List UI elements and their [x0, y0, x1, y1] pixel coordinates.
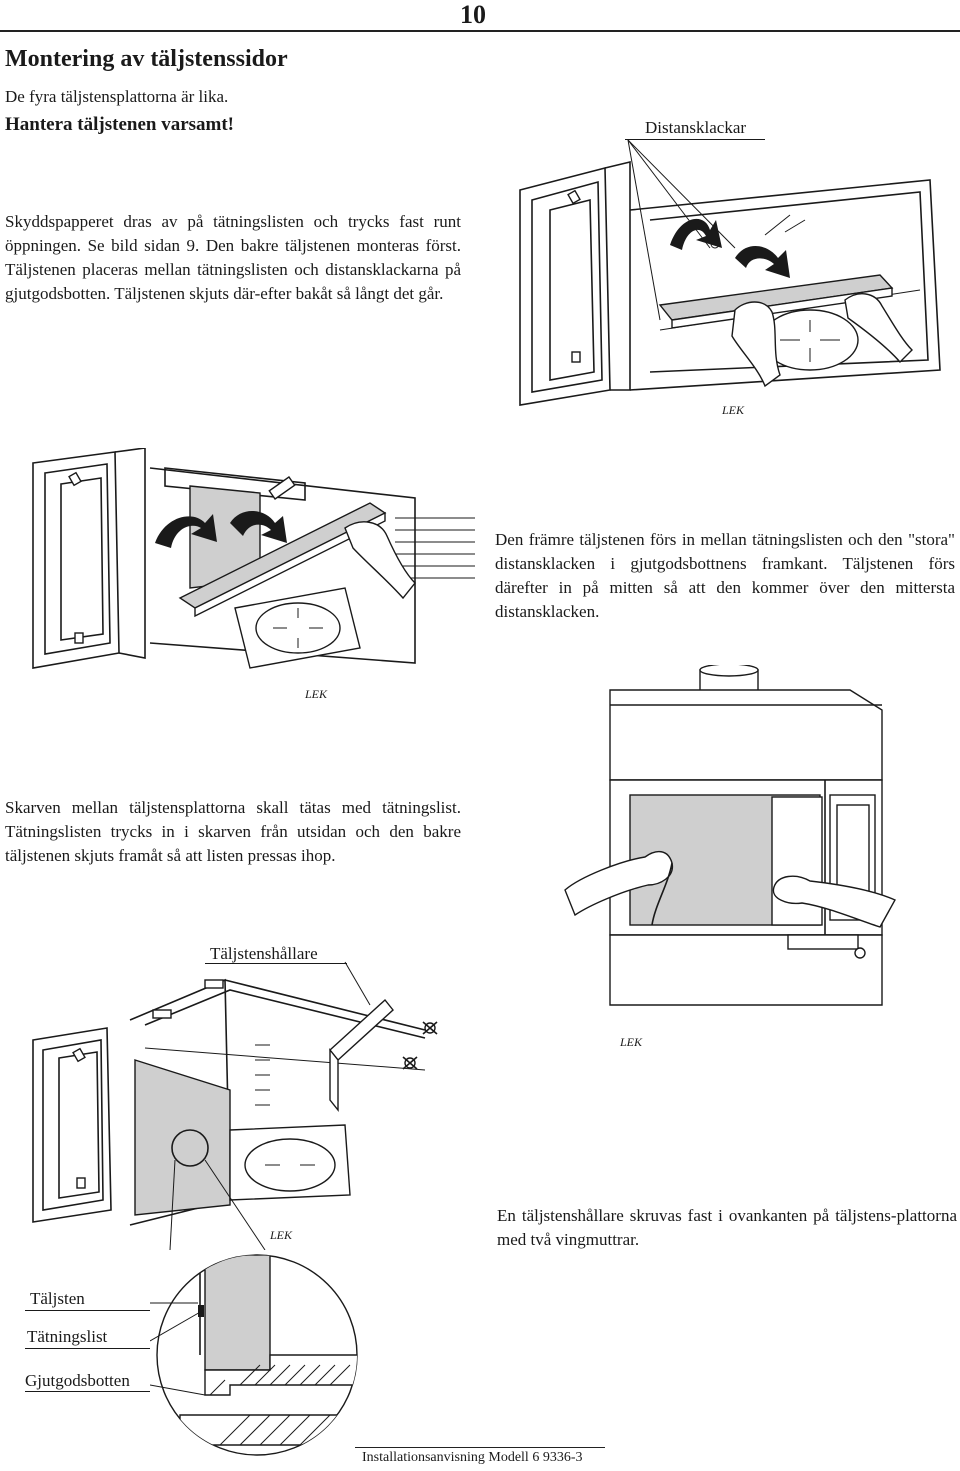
label-tatningslist: Tätningslist: [27, 1327, 108, 1346]
intro-line: De fyra täljstensplattorna är lika.: [5, 87, 229, 106]
detail-cross-section: [150, 1254, 358, 1456]
label-underline: [205, 963, 347, 964]
illustration-front-stone: [32, 448, 475, 669]
warning-line: Hantera täljstenen varsamt!: [5, 114, 235, 135]
paragraph-stone-holder: En täljstenshållare skruvas fast i ovank…: [497, 1206, 957, 1249]
lek-mark-4: LEK: [270, 1228, 293, 1242]
label-taljstenshallare: Täljstenshållare: [210, 944, 318, 963]
illustration-rear-stone: [519, 140, 941, 406]
page-title: Montering av täljstenssidor: [5, 46, 288, 72]
illustration-stove-exterior: [564, 665, 896, 1006]
label-underline: [25, 1310, 150, 1311]
paragraph-seal-joint: Skarven mellan täljstensplattorna skall …: [5, 798, 461, 865]
illustration-stone-holder: [32, 961, 438, 1250]
footer-text: Installationsanvisning Modell 6 9336-3: [362, 1450, 583, 1465]
lek-mark-1: LEK: [722, 403, 745, 417]
lek-mark-3: LEK: [620, 1035, 643, 1049]
label-underline: [25, 1391, 150, 1392]
paragraph-rear-stone: Skyddspapperet dras av på tätningslisten…: [5, 212, 461, 303]
label-gjutgodsbotten: Gjutgodsbotten: [25, 1371, 130, 1390]
label-taljsten: Täljsten: [30, 1289, 85, 1308]
header-rule: [0, 30, 960, 32]
label-underline: [25, 1348, 150, 1349]
label-underline: [625, 139, 765, 140]
page-number: 10: [460, 0, 486, 29]
lek-mark-2: LEK: [305, 687, 328, 701]
label-distansklackar: Distansklackar: [645, 118, 747, 137]
paragraph-front-stone: Den främre täljstenen förs in mellan tät…: [495, 530, 955, 621]
footer-rule: [355, 1447, 605, 1448]
